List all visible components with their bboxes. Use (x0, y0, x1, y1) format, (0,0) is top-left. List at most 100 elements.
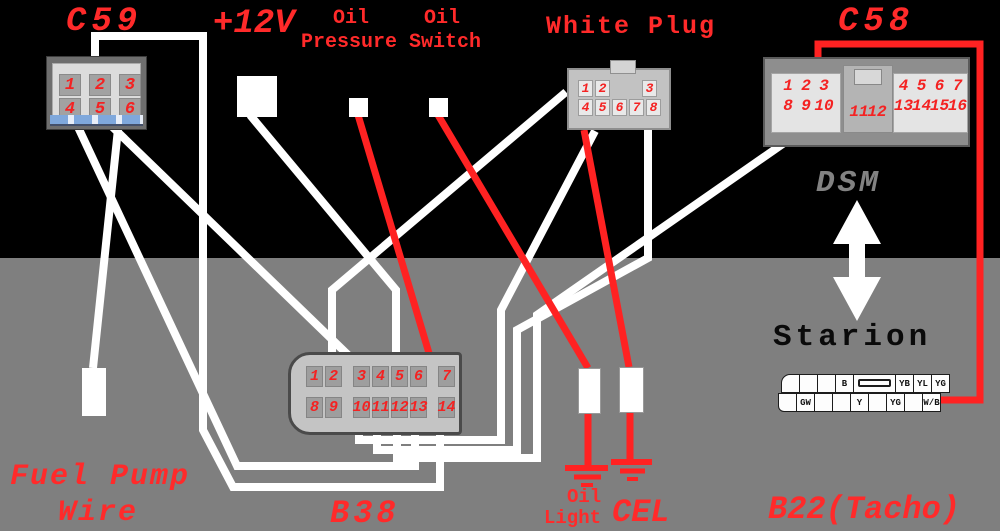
b38-pin: 5 (391, 366, 408, 387)
white-plug-pin: 6 (612, 99, 627, 116)
b38-pin: 1 (306, 366, 323, 387)
b22-cell (814, 393, 833, 412)
label-dsm: DSM (816, 166, 881, 201)
c58-middle-slot (854, 69, 882, 85)
wire-c58-10-to-b38-12 (393, 114, 823, 462)
b38-pin: 14 (437, 397, 456, 418)
terminal-oil-pressure-2 (429, 98, 448, 117)
c58-pin: 9 (801, 97, 811, 115)
label-oil-light-2: Light (544, 507, 602, 529)
c58-pin: 2 (801, 77, 811, 95)
b22-cell: YB (895, 374, 914, 393)
terminal-fuel-pump (82, 368, 106, 416)
b38-pin: 2 (325, 366, 342, 387)
b38-pin: 10 (352, 397, 371, 418)
label-fuel-pump-1: Fuel Pump (10, 460, 191, 494)
b22-cell (868, 393, 887, 412)
label-oil-a: Oil (333, 7, 370, 30)
wire-12v-to-b38-5 (246, 112, 400, 358)
c58-pin: 5 (916, 77, 927, 95)
b22-cell (832, 393, 851, 412)
c58-pin: 13 (893, 97, 914, 115)
b22-cell (853, 374, 896, 393)
label-fuel-pump-2: Wire (58, 496, 139, 530)
wire-oilswitch2-to-oil-light (434, 113, 592, 370)
c58-pin: 8 (783, 97, 793, 115)
c58-pin: 10 (814, 97, 834, 115)
label-pressure-switch: Pressure Switch (301, 31, 482, 54)
c58-pin: 3 (819, 77, 829, 95)
c58-pin: 14 (911, 97, 932, 115)
label-c59: C59 (66, 3, 143, 41)
b38-pin: 7 (438, 366, 455, 387)
b38-pin: 3 (353, 366, 370, 387)
b22-row-2: GW Y YG W/B (778, 393, 949, 412)
c58-pin: 12 (867, 103, 887, 121)
white-plug-pin: 1 (578, 80, 593, 97)
cel-ground-symbol (611, 459, 652, 481)
label-white-plug: White Plug (546, 12, 717, 41)
label-cel: CEL (612, 494, 670, 531)
c58-pin: 11 (849, 103, 869, 121)
wire-whiteplug-4-to-cel (580, 129, 633, 368)
white-plug-pin: 4 (578, 99, 593, 116)
b22-cell: YL (913, 374, 932, 393)
white-plug-pin: 7 (629, 99, 644, 116)
wire-c58-3-to-b22-wb (814, 40, 984, 404)
label-oil-b: Oil (424, 7, 461, 30)
label-12v: +12V (213, 5, 295, 43)
c58-pin: 7 (952, 77, 963, 95)
b38-pin: 8 (306, 397, 323, 418)
wire-c59-6-to-fuel-pump (89, 109, 124, 369)
label-starion: Starion (773, 320, 932, 355)
b38-pin: 6 (410, 366, 427, 387)
b22-cell (799, 374, 818, 393)
b22-cell: GW (796, 393, 815, 412)
b38-pin: 4 (372, 366, 389, 387)
label-oil-light-1: Oil (567, 486, 602, 508)
c59-pin: 2 (89, 74, 111, 96)
wire-c59-2-to-b38-14 (91, 32, 444, 491)
b22-cell (817, 374, 836, 393)
label-c58: C58 (838, 3, 915, 41)
b22-cell: B (835, 374, 854, 393)
b38-pin: 13 (409, 397, 428, 418)
b22-cell (781, 374, 800, 393)
label-b22-tacho: B22(Tacho) (768, 491, 961, 528)
white-plug-pin: 2 (595, 80, 610, 97)
c58-pin: 16 (947, 97, 968, 115)
c58-pin: 4 (898, 77, 909, 95)
white-plug-pin: 8 (646, 99, 661, 116)
c59-pin: 1 (59, 74, 81, 96)
c58-pin: 1 (783, 77, 793, 95)
oil-light-ground-symbol (565, 465, 608, 487)
b22-cell: YG (931, 374, 950, 393)
b22-cell (904, 393, 923, 412)
c59-pin: 3 (119, 74, 141, 96)
white-plug-tab (610, 60, 636, 74)
cel-lamp (619, 367, 644, 413)
b38-pin: 12 (390, 397, 409, 418)
c58-pin: 6 (934, 77, 945, 95)
b22-cell: YG (886, 393, 905, 412)
c59-blue-stripe (50, 115, 143, 126)
b22-cell: W/B (922, 393, 941, 412)
white-plug-pin: 3 (642, 80, 657, 97)
dsm-starion-arrow (833, 200, 881, 321)
b22-cell: Y (850, 393, 869, 412)
terminal-oil-pressure-1 (349, 98, 368, 117)
